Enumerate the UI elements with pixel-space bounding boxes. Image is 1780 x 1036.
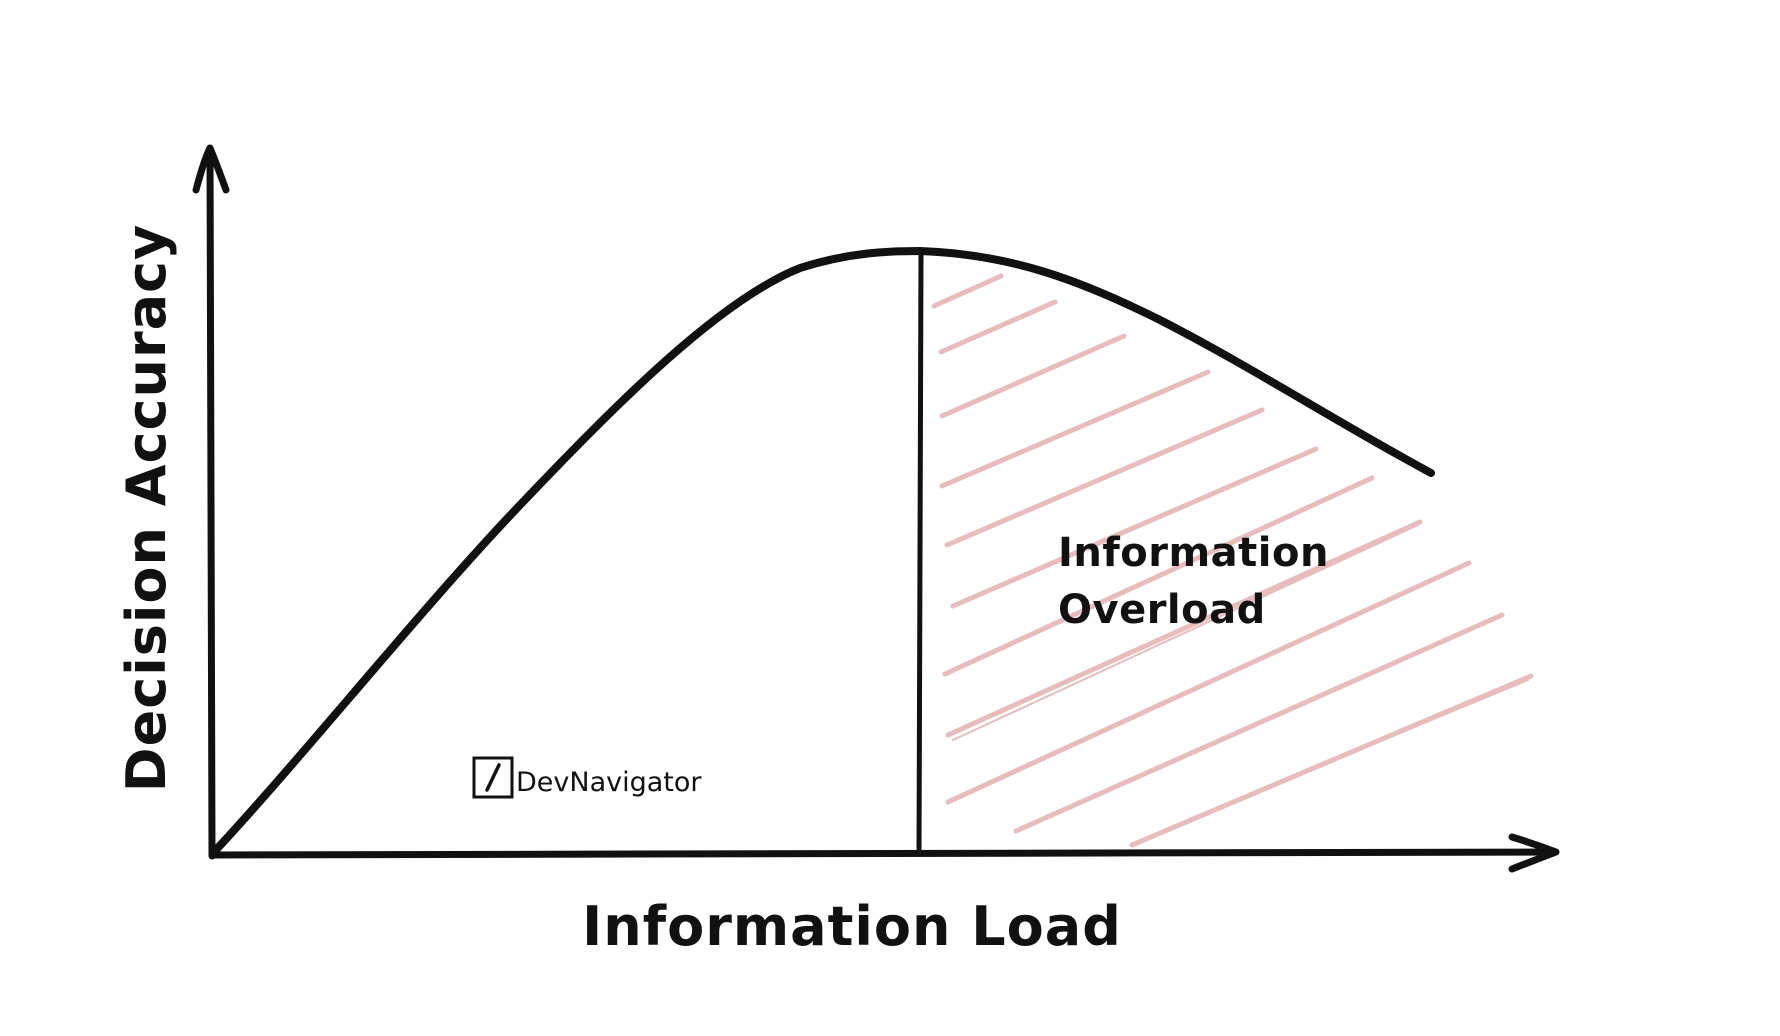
overload-label-line2: Overload <box>1058 587 1266 633</box>
slash-box-icon <box>472 756 514 799</box>
y-axis-label: Decision Accuracy <box>115 224 178 793</box>
accuracy-curve <box>210 247 1435 856</box>
watermark-text: DevNavigator <box>516 767 702 798</box>
slash-glyph <box>485 763 501 792</box>
y-axis <box>192 144 230 860</box>
peak-divider-line <box>916 254 924 853</box>
x-axis <box>208 833 1560 873</box>
overload-hatch-pattern <box>931 273 1534 848</box>
overload-label-line1: Information <box>1058 530 1329 576</box>
watermark: DevNavigator <box>472 756 702 799</box>
x-axis-label: Information Load <box>582 895 1122 958</box>
